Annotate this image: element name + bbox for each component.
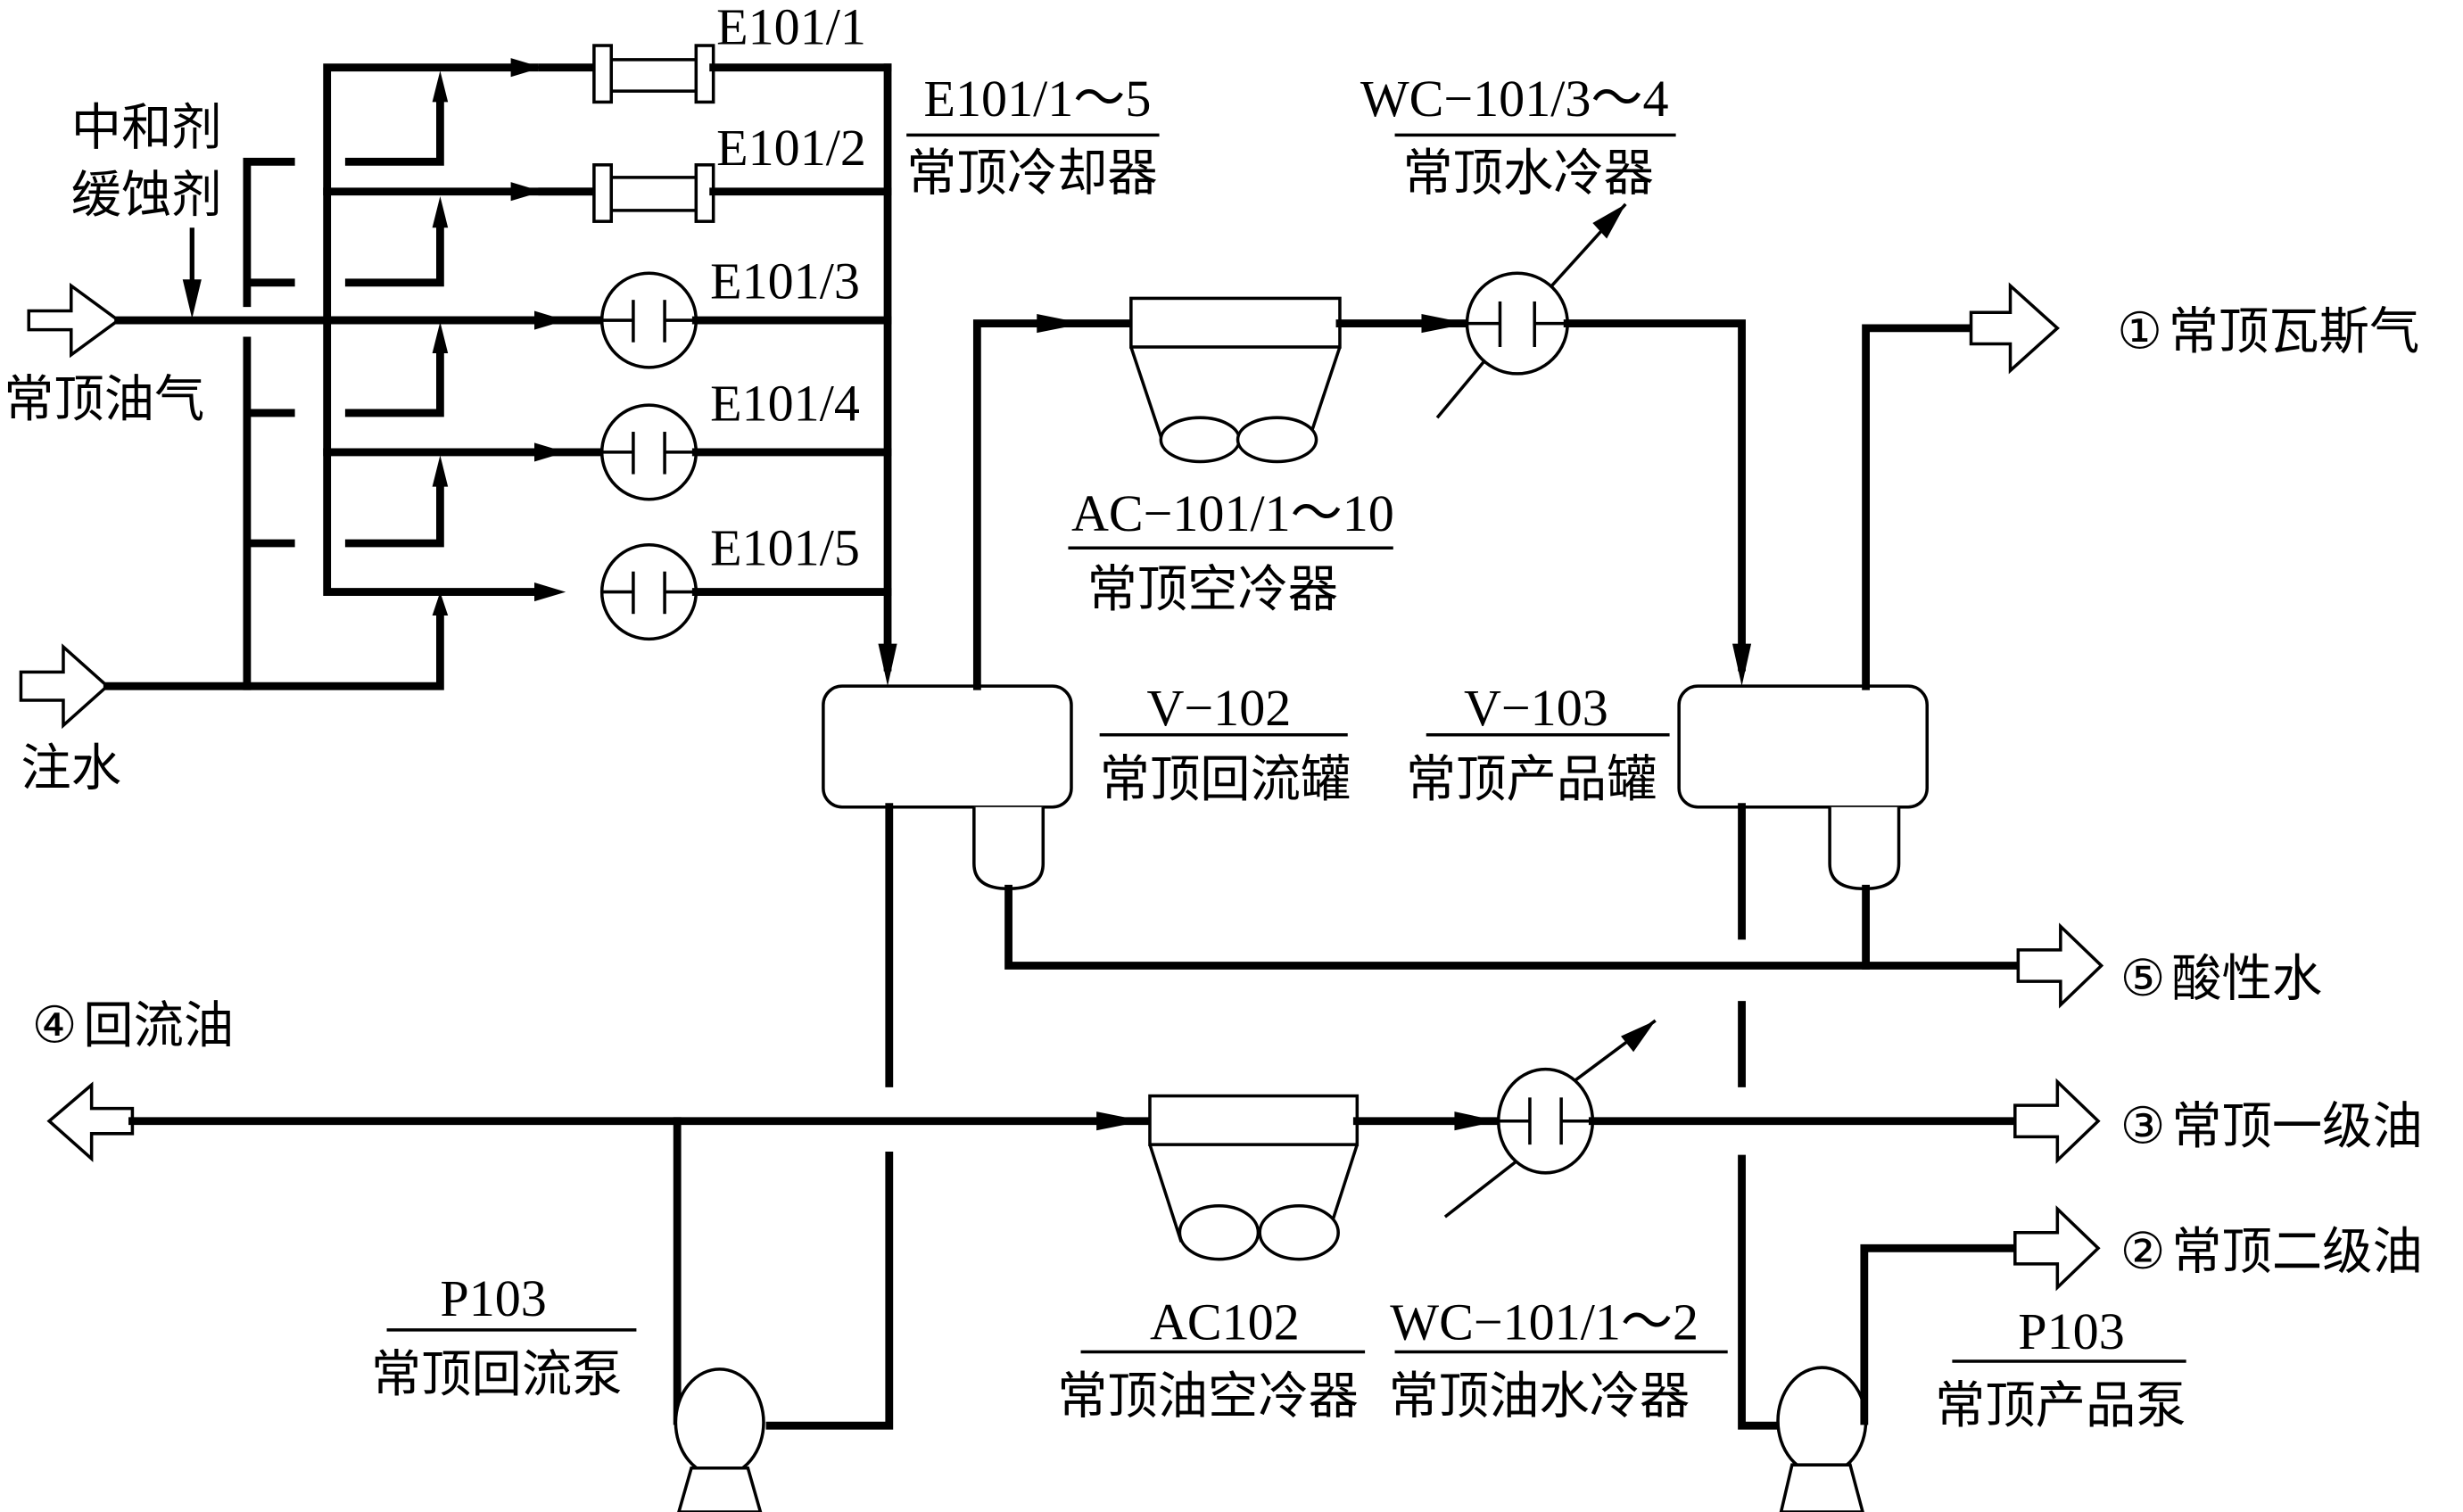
e101-group-tag: E101/1～5	[924, 70, 1152, 128]
e101-1: E101/1	[538, 0, 892, 104]
e101-2-label: E101/2	[716, 119, 866, 177]
inlet-arrow-icon	[27, 282, 121, 359]
e101-group-name: 常顶冷却器	[906, 145, 1158, 202]
outlet-arrow-icon	[2016, 922, 2104, 1009]
e101-4: E101/4	[599, 375, 892, 501]
overhead-vapor-label: 常顶油气	[4, 370, 204, 428]
cooling-water-arrow-icon	[1621, 1020, 1656, 1053]
p103-reflux-tag: P103	[440, 1269, 546, 1327]
additive-bracket	[243, 157, 295, 690]
p103-reflux-name: 常顶回流泵	[371, 1345, 623, 1403]
e101-5-label: E101/5	[710, 519, 860, 577]
v102-name: 常顶回流罐	[1100, 750, 1351, 808]
ac102-air-cooler: AC102 常顶油空冷器	[1057, 1094, 1366, 1425]
v103-drum: V−103 常顶产品罐	[1406, 679, 1929, 890]
p103-product-tag: P103	[2018, 1302, 2124, 1360]
wc101-34-water-cooler: WC−101/3～4 常顶水冷器	[1360, 70, 1676, 419]
wc101-12-name: 常顶油水冷器	[1389, 1367, 1690, 1425]
outlet-arrow-icon	[1969, 282, 2060, 375]
cooling-water-arrow-icon	[1592, 203, 1626, 239]
v102-tag: V−102	[1146, 679, 1291, 737]
e101-3-label: E101/3	[710, 252, 860, 310]
v102-drum: V−102 常顶回流罐	[822, 679, 1351, 890]
ac101-air-cooler: AC−101/1～10 常顶空冷器	[1068, 296, 1394, 618]
e101-4-label: E101/4	[710, 375, 860, 433]
arrow-down-icon	[182, 279, 202, 319]
inhibitor-label: 缓蚀剂	[71, 167, 222, 225]
injection-water-inlet: 注水	[19, 591, 449, 797]
outlet-arrow-icon	[46, 1081, 135, 1162]
ac102-tag: AC102	[1150, 1293, 1300, 1351]
injection-water-label: 注水	[21, 739, 121, 797]
inlet-arrow-icon	[19, 643, 110, 730]
p103-product-name: 常顶产品泵	[1935, 1377, 2186, 1435]
ac101-name: 常顶空冷器	[1087, 560, 1339, 618]
water-branches	[344, 70, 449, 548]
e101-3: E101/3	[599, 252, 892, 369]
e101-2: E101/2	[538, 119, 892, 223]
wc101-12-tag: WC−101/1～2	[1390, 1293, 1698, 1351]
outlet-arrow-icon	[2013, 1205, 2101, 1292]
wc101-34-tag: WC−101/3～4	[1360, 70, 1669, 128]
e101-5: E101/5	[599, 519, 892, 641]
p103-reflux-pump: P103 常顶回流泵	[371, 1269, 765, 1512]
vapor-header	[323, 63, 539, 596]
e101-1-label: E101/1	[716, 0, 866, 55]
outlet-arrow-icon	[2013, 1078, 2101, 1164]
v103-tag: V−103	[1464, 679, 1608, 737]
p103-product-pump: P103 常顶产品泵	[1776, 1302, 2186, 1512]
v103-name: 常顶产品罐	[1406, 750, 1657, 808]
neutralizer-label: 中和剂	[71, 99, 222, 157]
ac102-name: 常顶油空冷器	[1057, 1367, 1359, 1425]
overhead-vapor-inlet: 常顶油气	[4, 282, 609, 428]
wc101-12-water-cooler: WC−101/1～2 常顶油水冷器	[1389, 1019, 1728, 1425]
ac101-tag: AC−101/1～10	[1071, 484, 1394, 542]
wc101-34-name: 常顶水冷器	[1402, 145, 1654, 202]
